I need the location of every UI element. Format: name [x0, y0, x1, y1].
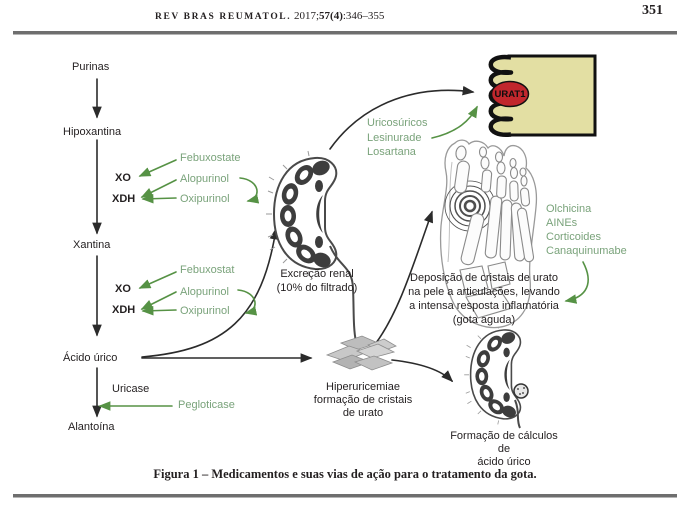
node-hipoxantina: Hipoxantina	[63, 126, 122, 138]
drug-febuxostat: Febuxostat	[180, 264, 235, 276]
drug-febuxostate: Febuxostate	[180, 152, 241, 164]
kidney-stone	[513, 383, 529, 399]
drug-oxipurinol-2: Oxipurinol	[180, 305, 230, 317]
drug-corticoides: Corticoides	[546, 231, 602, 243]
figure-caption: Figura 1 – Medicamentos e suas vias de a…	[153, 467, 537, 481]
cell-membrane	[488, 54, 597, 137]
header-rule	[13, 31, 677, 35]
enzyme-uricase: Uricase	[112, 383, 150, 395]
node-xantina: Xantina	[73, 239, 111, 251]
caption-hyperuricemia: Hiperuricemiae formação de cristais de u…	[313, 381, 413, 419]
journal-header: REV BRAS REUMATOL. 2017;57(4):346–355	[155, 6, 384, 24]
pathway-arrows	[92, 78, 475, 418]
enzyme-xdh-2: XDH	[112, 304, 136, 316]
footer-rule	[13, 494, 677, 498]
drug-alopurinol-1: Alopurinol	[180, 173, 229, 185]
journal-volume: 57(4)	[319, 10, 343, 22]
enzyme-xdh-1: XDH	[112, 193, 136, 205]
kidney-renal-excretion	[265, 150, 357, 343]
urate-crystals	[325, 335, 397, 371]
node-alantoina: Alantoína	[68, 421, 115, 433]
journal-name: REV BRAS REUMATOL.	[155, 12, 292, 22]
caption-crystal-deposition: Deposição de cristais de urato na pele a…	[408, 272, 560, 326]
drug-aines: AINEs	[546, 217, 578, 229]
page-number: 351	[642, 3, 663, 18]
journal-year: 2017;	[291, 10, 320, 22]
drug-action-arrows	[98, 105, 589, 411]
kidney-stone-formation	[463, 323, 529, 429]
drug-losartana: Losartana	[367, 146, 416, 158]
drug-olchicina: Olchicina	[546, 203, 592, 215]
uricosuric-drug-list: Uricosúricos Lesinurade Losartana	[367, 116, 428, 160]
journal-pages: :346–355	[342, 10, 385, 22]
node-purinas: Purinas	[72, 61, 110, 73]
caption-stone-formation: Formação de cálculos de ácido úrico	[450, 430, 558, 468]
urat1-transporter	[490, 80, 530, 108]
antiinflammatory-drug-list: Olchicina AINEs Corticoides Canaquinumab…	[546, 202, 627, 258]
caption-renal-excretion: Excreção renal (10% do filtrado)	[276, 268, 358, 294]
drug-uricosuricos: Uricosúricos	[367, 117, 428, 129]
drug-oxipurinol-1: Oxipurinol	[180, 193, 230, 205]
node-acido-urico: Ácido úrico	[63, 352, 118, 364]
drug-canaquinumabe: Canaquinumabe	[546, 245, 627, 257]
drug-lesinurade: Lesinurade	[367, 131, 422, 144]
enzyme-xo-2: XO	[115, 283, 131, 295]
foot-skeleton	[439, 139, 538, 329]
enzyme-xo-1: XO	[115, 172, 131, 184]
drug-pegloticase: Pegloticase	[178, 399, 235, 411]
urat1-label: URAT1	[494, 89, 526, 100]
drug-alopurinol-2: Alopurinol	[180, 286, 229, 298]
